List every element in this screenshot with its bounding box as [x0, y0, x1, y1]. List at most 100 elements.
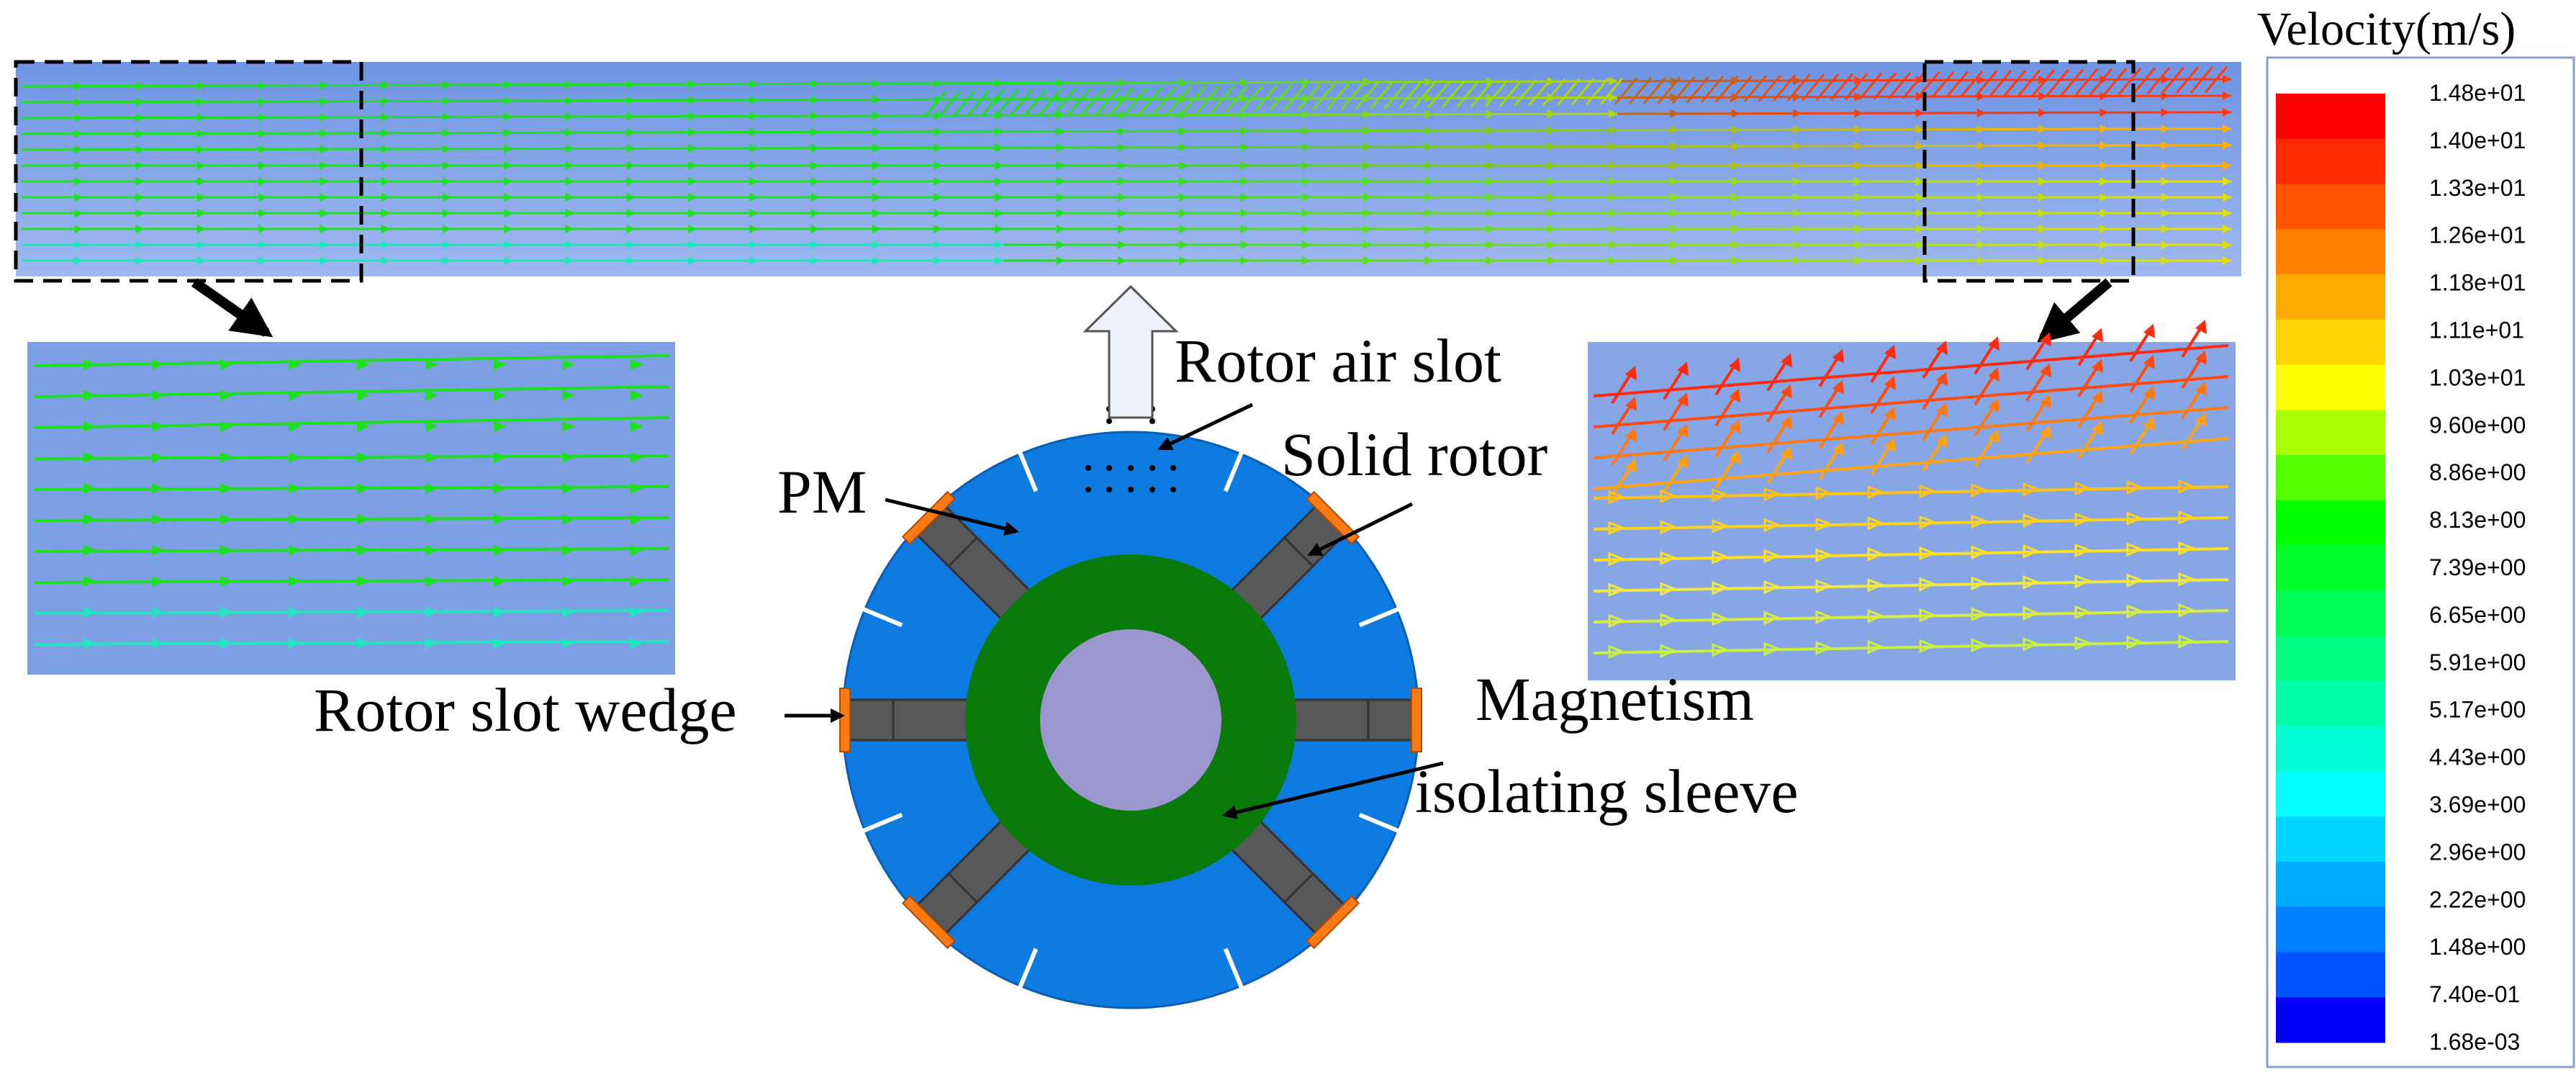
inset-flow-vector [1593, 516, 2229, 531]
inset-flow-vector-head [562, 638, 575, 649]
flow-vector-head [1976, 177, 1986, 186]
flow-vector-head [196, 225, 206, 233]
flow-vector [1369, 82, 1393, 110]
flow-vector-head [1547, 142, 1556, 151]
flow-vector-head [1486, 93, 1495, 102]
flow-vector-head [442, 193, 451, 202]
flow-vector-head [1976, 193, 1986, 202]
inset-flow-vector-head [631, 359, 643, 370]
flow-vector-head [749, 143, 759, 153]
flow-vector-head [1179, 240, 1188, 249]
inset-flow-vector-head [631, 421, 643, 432]
inset-flow-vector-head [425, 421, 438, 432]
flow-vector-head [320, 177, 329, 186]
flow-vector-head [1670, 161, 1679, 170]
flow-vector-head [196, 161, 206, 170]
flow-vector-head [196, 240, 206, 249]
flow-vector-head [1793, 76, 1802, 85]
flow-vector-head [565, 80, 574, 89]
flow-vector-head [1056, 225, 1065, 233]
flow-vector-head [135, 145, 145, 154]
flow-vector [1772, 74, 1797, 102]
flow-vector [2017, 69, 2041, 97]
flow-vector-head [1915, 256, 1925, 265]
flow-vector-head [565, 209, 574, 217]
rotor-slit [862, 607, 903, 628]
flow-vector [1239, 84, 1264, 112]
flow-vector-head [565, 128, 574, 138]
flow-vector [2089, 68, 2113, 96]
colorbar-tick-label: 8.86e+00 [2429, 459, 2526, 485]
flow-vector-head [258, 193, 268, 202]
inset-flow-vector-head [631, 514, 643, 525]
inset-flow-vector-head [83, 483, 96, 494]
flow-vector-head [810, 256, 820, 265]
flow-vector-head [196, 193, 206, 202]
flow-vector-head [1609, 142, 1618, 151]
flow-vector [1254, 84, 1278, 112]
inset-flow-vector-head [562, 607, 575, 618]
flow-vector-head [1486, 225, 1495, 233]
inset-flow-vector-head [220, 576, 233, 587]
inset-flow-vector-head [289, 421, 302, 432]
flow-vector-head [1976, 240, 1986, 249]
flow-vector-head [1976, 256, 1986, 265]
flow-vector-head [504, 144, 513, 153]
flow-vector-head [2038, 108, 2048, 117]
flow-vector-head [749, 209, 759, 217]
flow-vector-head [872, 240, 881, 249]
flow-vector-head [1976, 125, 1986, 134]
flow-vector-head [565, 225, 574, 233]
inset-flow-vector-head [494, 390, 507, 401]
colorbar-swatch [2276, 184, 2385, 230]
flow-vector [1153, 86, 1178, 114]
inset-flow-vector-head [152, 638, 165, 649]
colorbar-swatch [2276, 229, 2385, 275]
flow-vector-head [74, 113, 83, 122]
flow-vector-head [2100, 125, 2109, 134]
inset-flow-vector [1593, 344, 2229, 397]
flow-vector-head [1976, 141, 1986, 150]
flow-vector-head [74, 240, 83, 249]
flow-vector-head [258, 145, 268, 154]
flow-vector-head [381, 240, 390, 249]
flow-vector-head [258, 81, 268, 90]
inset-flow-vector-head [631, 638, 643, 649]
flow-vector-head [1240, 143, 1249, 152]
flow-vector-head [1854, 240, 1863, 249]
flow-vector [1110, 87, 1134, 115]
flow-vector-head [1240, 256, 1249, 265]
flow-vector-head [688, 193, 697, 202]
flow-vector-head [1670, 225, 1679, 233]
flow-vector-head [1915, 177, 1925, 186]
flow-vector-head [626, 225, 636, 233]
flow-vector-head [442, 240, 451, 249]
flow-vector-head [934, 193, 943, 202]
flow-vector-head [196, 256, 206, 265]
flow-vector [1527, 78, 1552, 107]
flow-vector-head [381, 96, 390, 106]
flow-vector-head [749, 112, 759, 121]
flow-vector [2060, 68, 2084, 96]
flow-vector-head [1179, 110, 1188, 120]
zoom-arrow-right [2036, 278, 2112, 344]
flow-vector-head [1179, 209, 1188, 217]
flow-vector-head [1793, 125, 1802, 135]
flow-vector-head [1976, 76, 1986, 85]
flow-vector-head [442, 209, 451, 217]
flow-vector-head [1301, 177, 1311, 186]
shaft [1040, 629, 1221, 811]
flow-vector-head [1056, 209, 1065, 217]
flow-vector-head [2161, 124, 2170, 133]
flow-vector-head [565, 144, 574, 153]
flow-vector-head [749, 95, 759, 104]
inset-flow-vector [1593, 437, 2229, 490]
flow-vector-head [258, 256, 268, 265]
flow-vector-head [1240, 177, 1249, 186]
flow-vector-head [1056, 78, 1065, 88]
colorbar-tick-label: 1.40e+01 [2429, 127, 2526, 153]
flow-vector [1974, 70, 1998, 98]
flow-vector-head [135, 225, 145, 233]
inset-flow-vector-head [83, 638, 96, 649]
flow-vector [1858, 72, 1883, 100]
